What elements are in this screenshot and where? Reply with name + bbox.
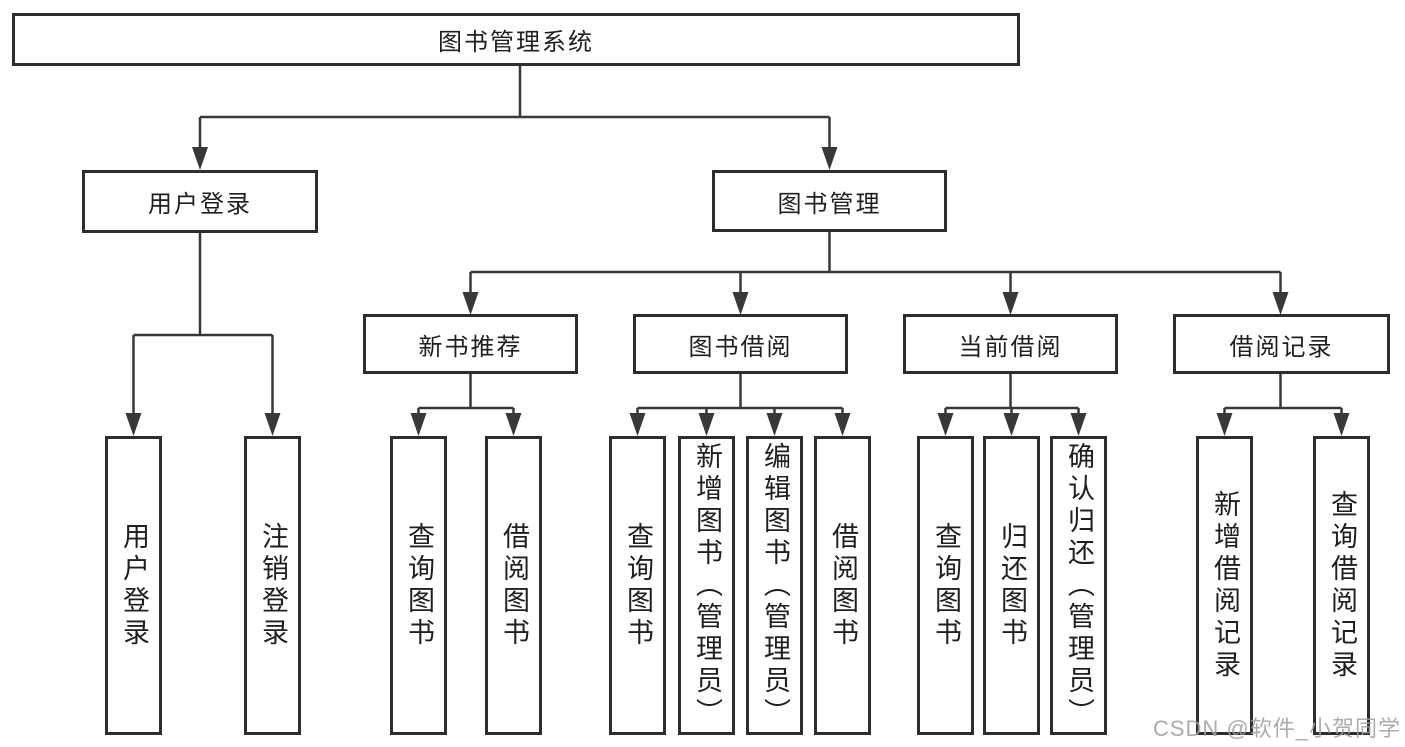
arrowhead <box>505 413 522 436</box>
connector-user-login <box>132 233 274 420</box>
watermark: CSDN @软件_小贺同学 <box>1152 716 1401 741</box>
arrowhead <box>125 413 142 436</box>
arrowhead <box>1070 413 1087 436</box>
arrowhead <box>1333 413 1350 436</box>
node-book-borrow: 图书借阅 <box>633 314 848 374</box>
node-borrow-records-label: 借阅记录 <box>1229 333 1334 361</box>
leaf-records-add: 新增借阅记录 <box>1196 436 1253 735</box>
connector-borrow-records <box>1223 374 1343 420</box>
arrowhead <box>1003 413 1020 436</box>
leaf-current-confirm: 确认归还（管理员） <box>1050 436 1107 735</box>
node-root-label: 图书管理系统 <box>438 29 594 56</box>
arrowhead <box>629 413 646 436</box>
leaf-newbooks-borrow: 借阅图书 <box>485 436 542 735</box>
leaf-borrow-query: 查询图书 <box>609 436 666 735</box>
connector-book-borrow <box>636 374 844 420</box>
node-root: 图书管理系统 <box>12 13 1020 66</box>
leaf-user-login: 用户登录 <box>105 436 162 735</box>
node-user-login: 用户登录 <box>82 170 318 233</box>
arrowhead <box>937 413 954 436</box>
leaf-current-return: 归还图书 <box>983 436 1040 735</box>
arrowhead <box>698 413 715 436</box>
leaf-borrow-borrow: 借阅图书 <box>814 436 871 735</box>
arrowhead <box>1272 292 1289 315</box>
leaf-logout: 注销登录 <box>244 436 301 735</box>
arrowhead <box>264 413 281 436</box>
leaf-records-query: 查询借阅记录 <box>1313 436 1370 735</box>
arrowhead <box>821 147 838 170</box>
leaf-borrow-edit: 编辑图书（管理员） <box>746 436 803 735</box>
arrowhead <box>1002 292 1019 315</box>
node-current-borrow-label: 当前借阅 <box>958 333 1063 361</box>
connector-current-borrow <box>944 374 1080 420</box>
arrowhead <box>410 413 427 436</box>
node-user-login-label: 用户登录 <box>148 191 252 218</box>
node-new-books-label: 新书推荐 <box>418 333 523 361</box>
node-borrow-records: 借阅记录 <box>1173 314 1390 374</box>
connector-book-mgmt <box>469 232 1282 297</box>
leaf-current-query: 查询图书 <box>917 436 974 735</box>
node-book-mgmt-label: 图书管理 <box>777 190 882 218</box>
node-book-borrow-label: 图书借阅 <box>688 333 793 361</box>
node-book-mgmt: 图书管理 <box>712 170 947 232</box>
connector-root <box>198 66 831 152</box>
arrowhead <box>1216 413 1233 436</box>
arrowhead <box>192 147 208 170</box>
node-current-borrow: 当前借阅 <box>903 314 1118 374</box>
arrowhead <box>732 292 749 315</box>
leaf-newbooks-query: 查询图书 <box>390 436 447 735</box>
leaf-borrow-add: 新增图书（管理员） <box>678 436 735 735</box>
arrowhead <box>834 413 851 436</box>
connector-new-books <box>417 374 515 420</box>
arrowhead <box>766 413 783 436</box>
arrowhead <box>462 292 479 315</box>
node-new-books: 新书推荐 <box>363 314 578 374</box>
